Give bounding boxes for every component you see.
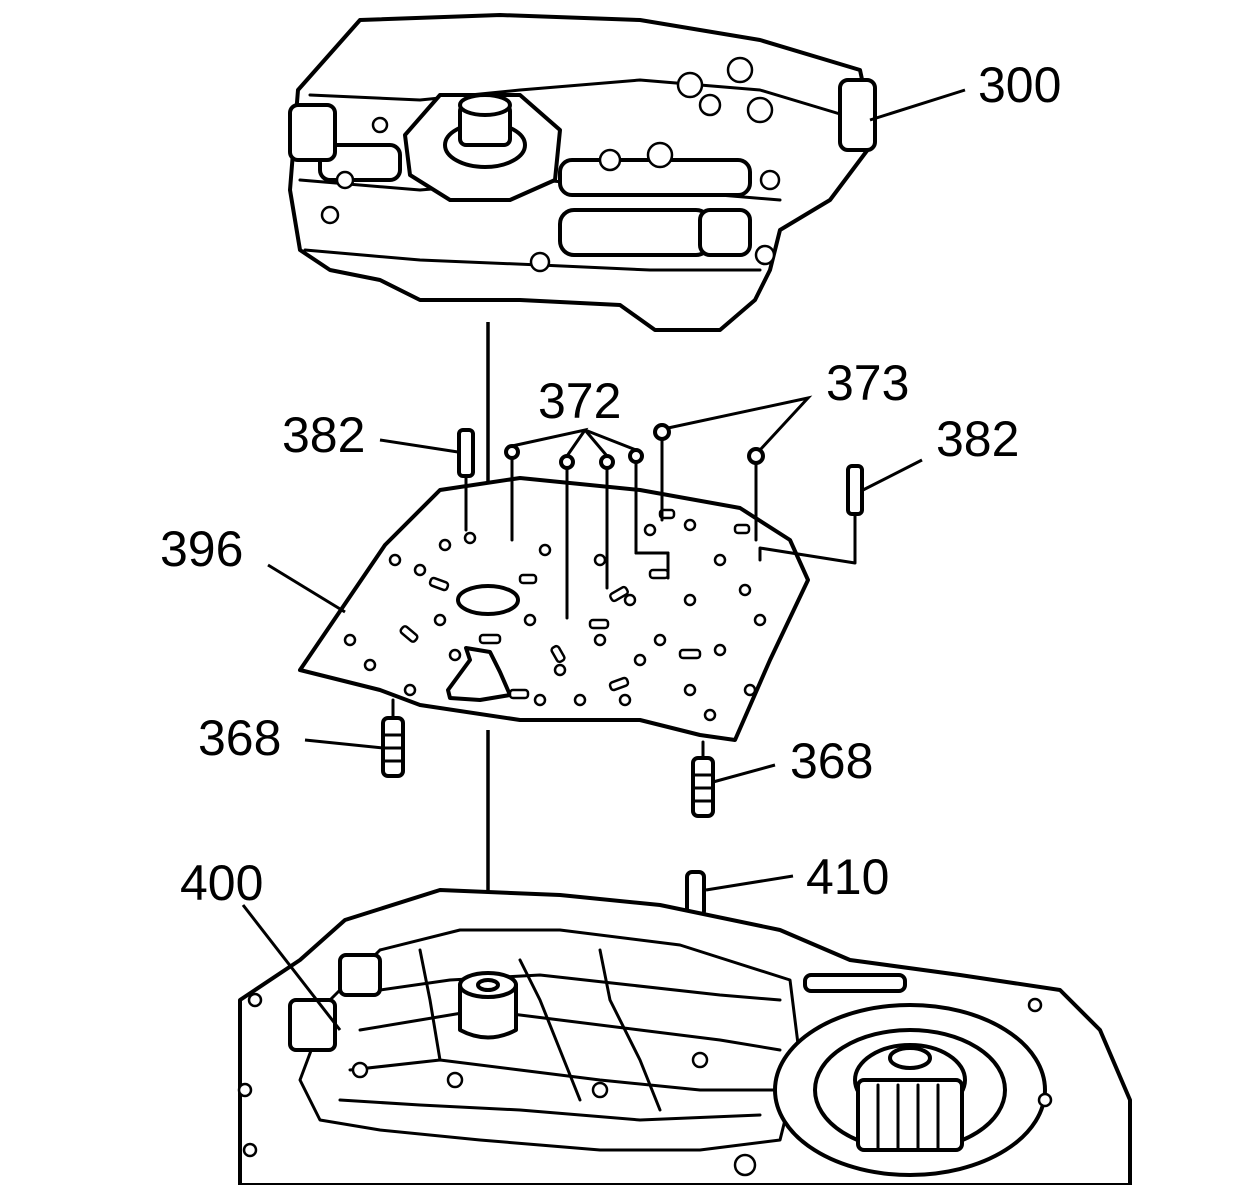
callout-372: 372 [538,373,621,429]
leader-368-left [304,738,384,750]
leader-368-right [712,763,776,784]
transmission-case-400 [237,888,1132,1185]
callout-368-left: 368 [198,710,281,766]
leader-372c [584,428,637,452]
callout-368-right: 368 [790,733,873,789]
callout-382-right: 382 [936,411,1019,467]
callout-373: 373 [826,355,909,411]
bolt-382-right [758,464,864,565]
leader-410 [705,874,794,892]
leader-300 [869,88,966,122]
leader-382-right [862,458,923,492]
leader-372b [583,429,609,457]
leader-396 [267,563,346,614]
callout-400: 400 [180,855,263,911]
leader-400 [241,904,342,1031]
leader-372 [511,427,589,457]
bolt-382-left [457,428,475,532]
spacer-plate-396 [298,476,810,742]
callout-410: 410 [806,849,889,905]
filters-373 [653,423,765,542]
callout-382-left: 382 [282,407,365,463]
callout-396: 396 [160,521,243,577]
bolt-368-left [381,698,405,778]
leader-382-left [379,438,459,454]
valve-body-300 [288,13,877,332]
bolt-368-right [691,740,715,818]
filters-372 [504,444,670,620]
callout-300: 300 [978,57,1061,113]
leader-373 [667,395,813,452]
